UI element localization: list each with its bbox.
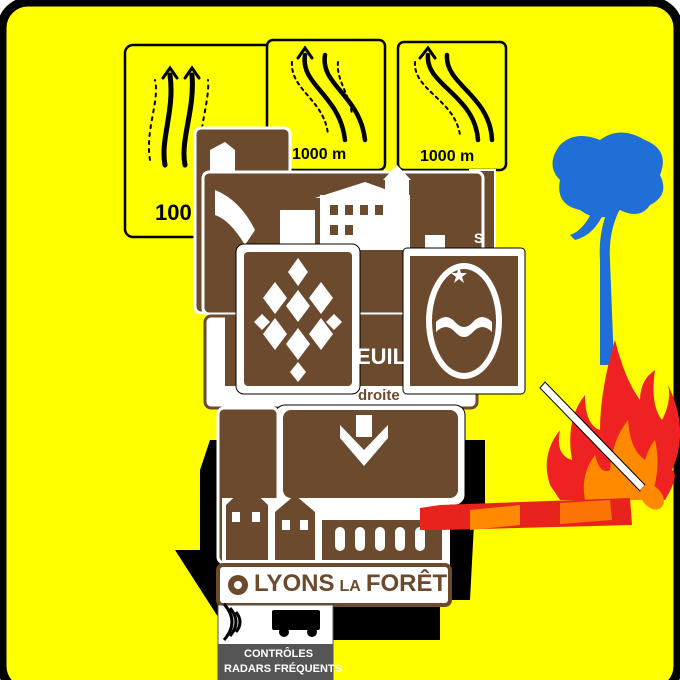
lane-sign-1-fragment: 100 <box>155 200 192 225</box>
town-name-la: LA <box>339 578 361 595</box>
lane-curve-arrows-icon <box>290 45 368 143</box>
down-arrow-icon <box>340 425 388 466</box>
lane-sign-2 <box>265 38 387 172</box>
oval-emblem-tile <box>402 247 526 395</box>
chateau-icon <box>210 142 235 175</box>
town-name-sign <box>216 563 452 607</box>
town-name: LYONS LA FORÊT <box>254 570 447 600</box>
lane-curve-arrows-icon <box>148 65 210 168</box>
chateau-icon <box>215 165 445 265</box>
match-icon <box>539 381 664 510</box>
fuse-icon <box>420 498 632 530</box>
lane-sign-2-distance: 1000 m <box>292 146 347 163</box>
direction-sub-fragment: droite <box>358 387 400 404</box>
diamond-pattern-icon <box>254 258 342 382</box>
truck-icon <box>272 610 320 637</box>
town-name-main: LYONS <box>254 570 335 597</box>
right-edge-fragment: S <box>474 230 484 246</box>
radar-sign <box>217 603 334 680</box>
lane-curve-arrows-icon <box>413 45 495 143</box>
radar-line-1: CONTRÔLES <box>244 648 314 660</box>
diamond-tile <box>235 243 361 395</box>
direction-fragment: EUIL <box>356 344 407 369</box>
down-arrow-panel <box>274 404 466 506</box>
radar-line-2: RADARS FRÉQUENTS <box>224 663 342 675</box>
radar-waves-icon <box>222 603 242 641</box>
town-name-end: FORÊT <box>365 570 448 597</box>
tree-icon <box>552 132 664 365</box>
townscape-panel <box>216 406 450 566</box>
lane-sign-3 <box>396 40 508 172</box>
lane-sign-3-distance: 1000 m <box>420 148 475 165</box>
